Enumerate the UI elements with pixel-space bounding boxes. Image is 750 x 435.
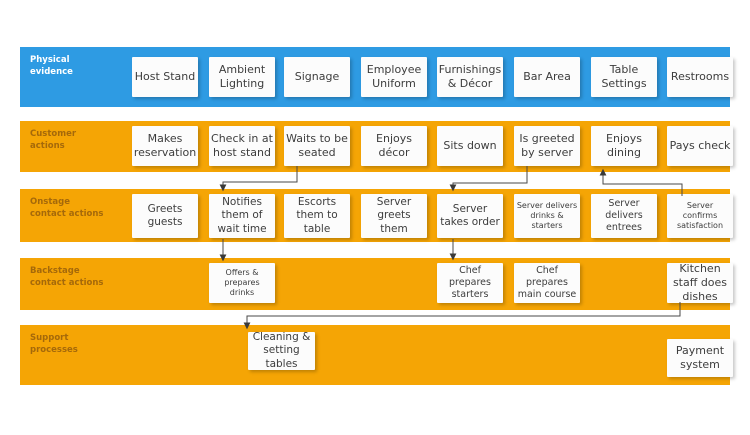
node-check-in-host-stand: Check in at host stand bbox=[209, 126, 275, 166]
band-label-backstage-contact-actions: Backstage contact actions bbox=[30, 266, 104, 288]
band-label-onstage-contact-actions: Onstage contact actions bbox=[30, 197, 104, 219]
node-chef-prepares-main-course: Chef prepares main course bbox=[514, 263, 580, 303]
node-notifies-wait-time: Notifies them of wait time bbox=[209, 194, 275, 238]
node-greets-guests: Greets guests bbox=[132, 194, 198, 238]
node-enjoys-decor: Enjoys décor bbox=[361, 126, 427, 166]
band-physical-evidence: Physical evidence Host Stand Ambient Lig… bbox=[20, 47, 733, 107]
node-server-takes-order: Server takes order bbox=[437, 194, 503, 238]
node-host-stand: Host Stand bbox=[132, 57, 198, 97]
node-offers-prepares-drinks: Offers & prepares drinks bbox=[209, 263, 275, 303]
node-escorts-to-table: Escorts them to table bbox=[284, 194, 350, 238]
band-customer-actions: Customer actions Makes reservation Check… bbox=[20, 121, 733, 172]
node-server-delivers-drinks-starters: Server delivers drinks & starters bbox=[514, 194, 580, 238]
node-signage: Signage bbox=[284, 57, 350, 97]
node-server-delivers-entrees: Server delivers entrees bbox=[591, 194, 657, 238]
node-enjoys-dining: Enjoys dining bbox=[591, 126, 657, 166]
band-support-processes: Support processes Cleaning & setting tab… bbox=[20, 325, 733, 385]
node-server-confirms-satisfaction: Server confirms satisfaction bbox=[667, 194, 733, 238]
band-onstage-contact-actions: Onstage contact actions Greets guests No… bbox=[20, 189, 733, 242]
node-employee-uniform: Employee Uniform bbox=[361, 57, 427, 97]
node-furnishings-decor: Furnishings & Décor bbox=[437, 57, 503, 97]
node-payment-system: Payment system bbox=[667, 339, 733, 377]
band-label-support-processes: Support processes bbox=[30, 333, 78, 355]
node-kitchen-staff-does-dishes: Kitchen staff does dishes bbox=[667, 262, 733, 303]
node-chef-prepares-starters: Chef prepares starters bbox=[437, 263, 503, 303]
band-label-customer-actions: Customer actions bbox=[30, 129, 77, 151]
node-makes-reservation: Makes reservation bbox=[132, 126, 198, 166]
node-restrooms: Restrooms bbox=[667, 57, 733, 97]
node-bar-area: Bar Area bbox=[514, 57, 580, 97]
node-server-greets-them: Server greets them bbox=[361, 194, 427, 238]
node-waits-to-be-seated: Waits to be seated bbox=[284, 126, 350, 166]
node-table-settings: Table Settings bbox=[591, 57, 657, 97]
node-sits-down: Sits down bbox=[437, 126, 503, 166]
node-is-greeted-by-server: Is greeted by server bbox=[514, 126, 580, 166]
node-ambient-lighting: Ambient Lighting bbox=[209, 57, 275, 97]
band-label-physical-evidence: Physical evidence bbox=[30, 55, 73, 77]
node-cleaning-setting-tables: Cleaning & setting tables bbox=[248, 331, 315, 370]
node-pays-check: Pays check bbox=[667, 126, 733, 166]
band-backstage-contact-actions: Backstage contact actions Offers & prepa… bbox=[20, 258, 733, 310]
